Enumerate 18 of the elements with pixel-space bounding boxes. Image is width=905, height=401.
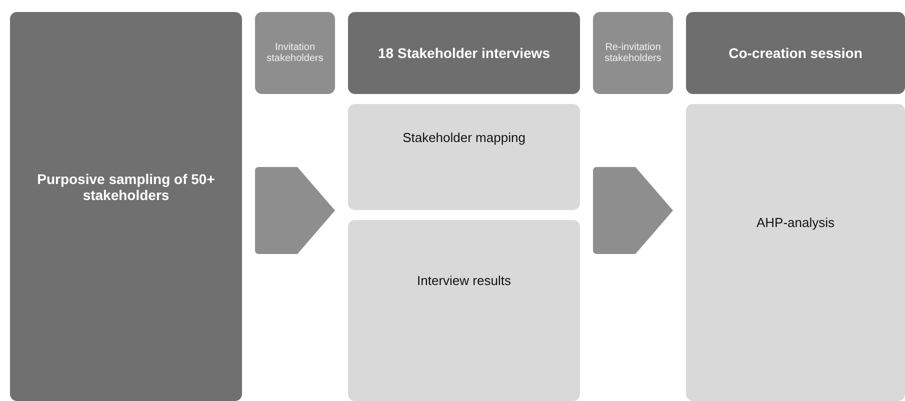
step-box	[593, 12, 673, 94]
chevron-arrow	[255, 167, 335, 254]
node-label: 18 Stakeholder interviews	[378, 45, 550, 61]
node-label: Interview results	[417, 273, 511, 288]
node-label: Purposive sampling of 50+ stakeholders	[36, 170, 216, 202]
process-box	[686, 104, 905, 401]
process-box	[348, 104, 580, 210]
node-label: Re-invitation stakeholders	[604, 42, 662, 64]
header-box	[686, 12, 905, 94]
process-box	[348, 220, 580, 401]
node-label: Co-creation session	[728, 45, 862, 61]
node-label: AHP-analysis	[756, 215, 835, 230]
chevron-arrow	[593, 167, 673, 254]
header-box	[348, 12, 580, 94]
node-label: Invitation stakeholders	[266, 42, 324, 64]
process-box	[10, 12, 242, 401]
step-box	[255, 12, 335, 94]
node-label: Stakeholder mapping	[402, 130, 526, 144]
